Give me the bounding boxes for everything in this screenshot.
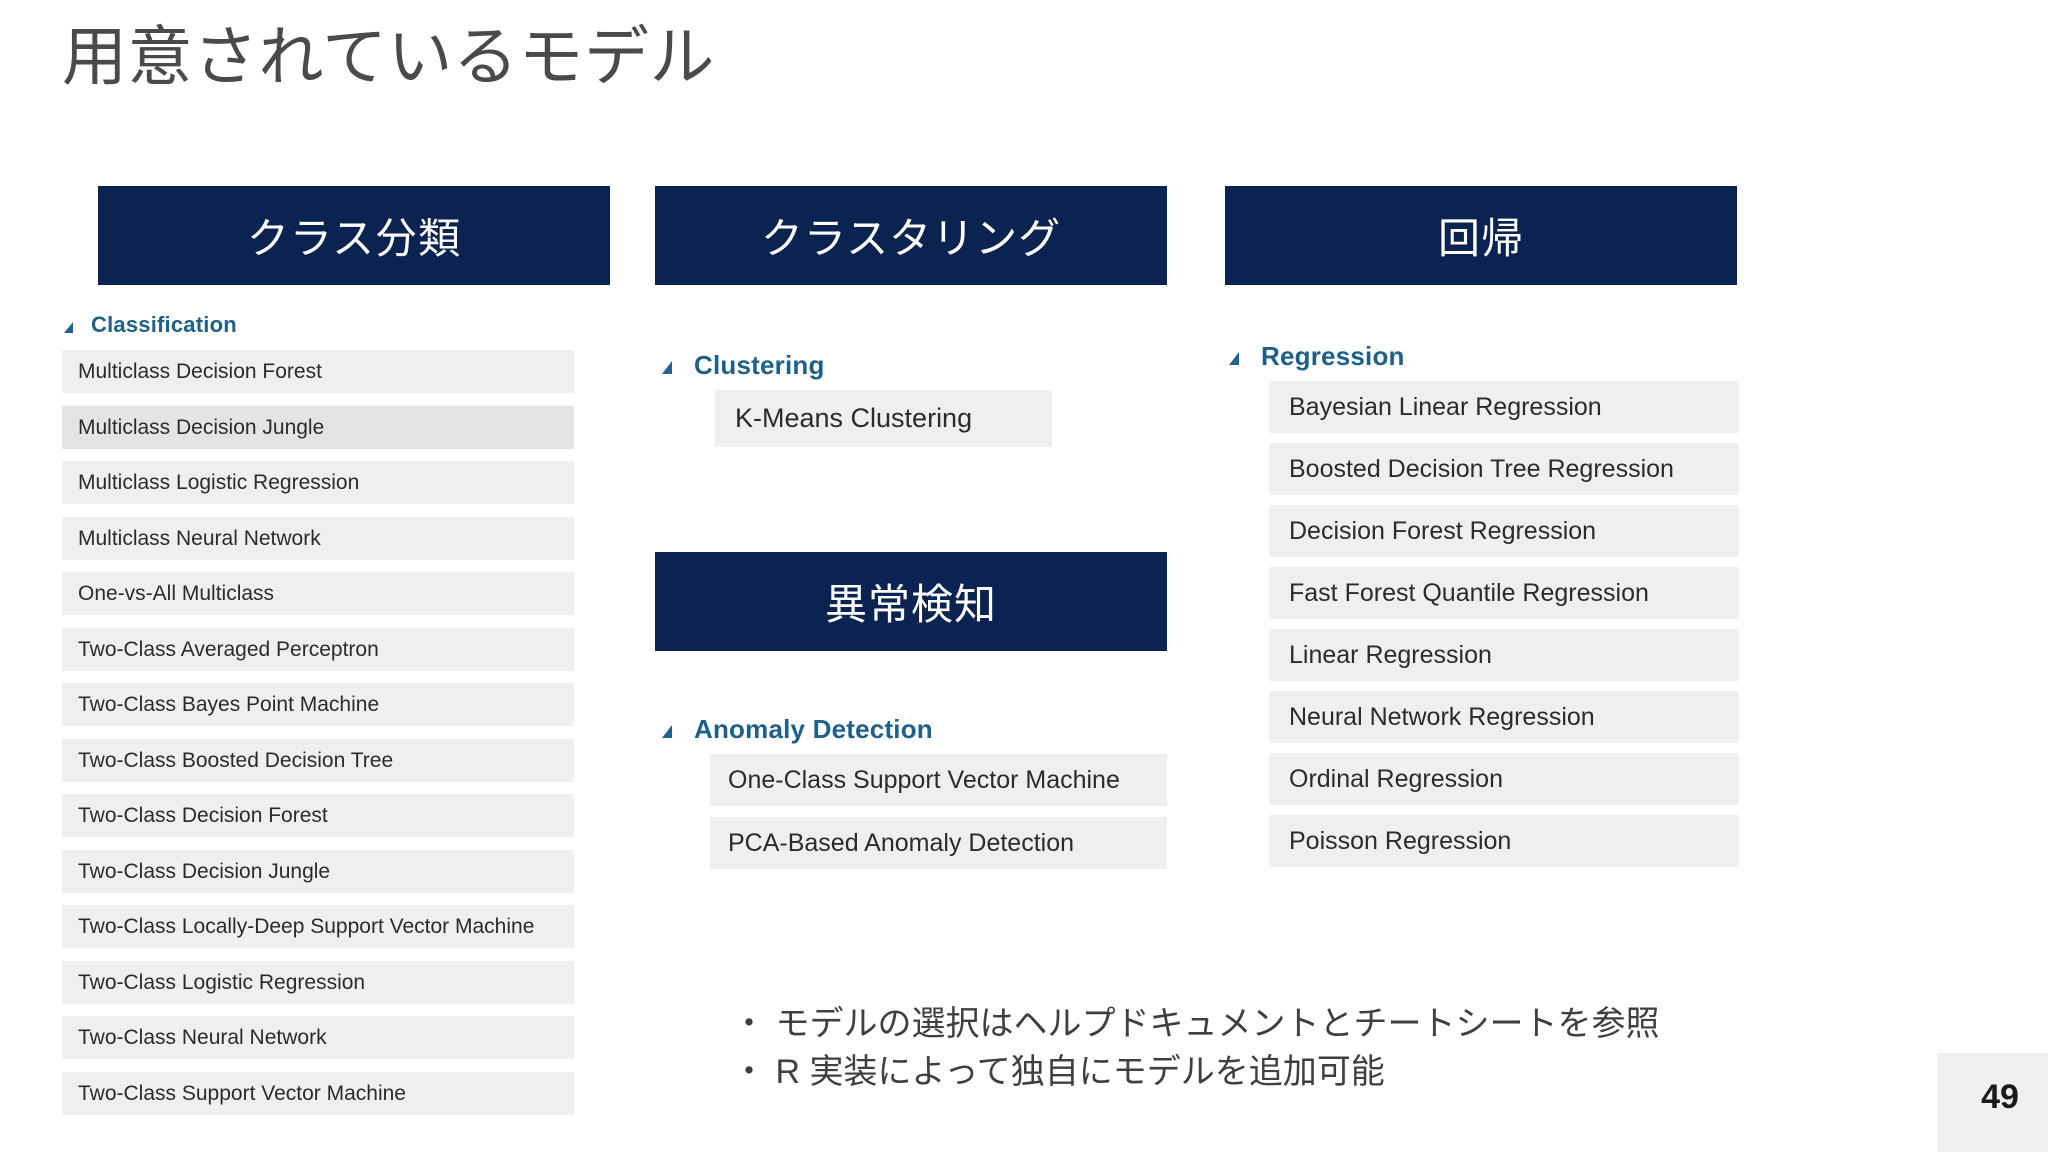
list-item[interactable]: Two-Class Locally-Deep Support Vector Ma… [62, 905, 574, 948]
list-item[interactable]: Multiclass Decision Jungle [62, 405, 574, 449]
tree-label-regression: Regression [1261, 340, 1405, 371]
banner-classification-label: クラス分類 [246, 215, 462, 262]
list-item[interactable]: Neural Network Regression [1269, 691, 1739, 743]
list-item[interactable]: PCA-Based Anomaly Detection [710, 817, 1167, 869]
list-item[interactable]: Poisson Regression [1269, 815, 1739, 867]
expanded-triangle-icon[interactable] [662, 360, 672, 374]
footnote-item: ・ モデルの選択はヘルプドキュメントとチートシートを参照 [732, 1005, 1660, 1043]
banner-regression-label: 回帰 [1437, 215, 1524, 262]
tree-label-clustering: Clustering [694, 349, 825, 380]
tree-header-clustering[interactable]: Clustering [660, 349, 1172, 380]
list-item[interactable]: One-vs-All Multiclass [62, 572, 574, 615]
list-item[interactable]: Decision Forest Regression [1269, 505, 1739, 557]
banner-regression: 回帰 [1225, 186, 1737, 285]
tree-group-clustering: Clustering K-Means Clustering [660, 349, 1172, 461]
tree-group-classification: Classification Multiclass Decision Fores… [62, 312, 574, 1127]
list-item[interactable]: Two-Class Boosted Decision Tree [62, 738, 574, 782]
list-item[interactable]: Two-Class Bayes Point Machine [62, 683, 574, 726]
item-list-classification: Multiclass Decision Forest Multiclass De… [62, 350, 574, 1115]
item-list-regression: Bayesian Linear Regression Boosted Decis… [1269, 381, 1739, 867]
list-item[interactable]: Two-Class Decision Jungle [62, 849, 574, 893]
page-number-plate [1937, 1053, 2048, 1152]
tree-group-regression: Regression Bayesian Linear Regression Bo… [1227, 340, 1739, 877]
expanded-triangle-icon[interactable] [64, 321, 73, 333]
banner-clustering: クラスタリング [655, 186, 1167, 285]
list-item[interactable]: Multiclass Logistic Regression [62, 461, 574, 504]
list-item[interactable]: K-Means Clustering [715, 390, 1052, 447]
list-item[interactable]: Boosted Decision Tree Regression [1269, 443, 1739, 495]
list-item[interactable]: Two-Class Logistic Regression [62, 960, 574, 1004]
banner-anomaly-detection: 異常検知 [655, 552, 1167, 651]
list-item[interactable]: Two-Class Averaged Perceptron [62, 627, 574, 671]
footnote-list: ・ モデルの選択はヘルプドキュメントとチートシートを参照 ・ R 実装によって独… [732, 1000, 1659, 1097]
list-item[interactable]: Two-Class Support Vector Machine [62, 1071, 574, 1115]
tree-label-anomaly-detection: Anomaly Detection [694, 713, 933, 744]
list-item[interactable]: Bayesian Linear Regression [1269, 381, 1739, 433]
banner-anomaly-detection-label: 異常検知 [824, 581, 997, 628]
list-item[interactable]: Two-Class Neural Network [62, 1016, 574, 1059]
list-item[interactable]: Multiclass Neural Network [62, 516, 574, 560]
expanded-triangle-icon[interactable] [1229, 351, 1239, 365]
item-list-anomaly-detection: One-Class Support Vector Machine PCA-Bas… [710, 754, 1172, 869]
footnote-item: ・ R 実装によって独自にモデルを追加可能 [732, 1053, 1385, 1092]
list-item[interactable]: Two-Class Decision Forest [62, 794, 574, 837]
list-item[interactable]: One-Class Support Vector Machine [710, 754, 1167, 806]
tree-header-regression[interactable]: Regression [1227, 340, 1739, 371]
page-title: 用意されているモデル [62, 20, 716, 93]
list-item[interactable]: Ordinal Regression [1269, 753, 1739, 805]
expanded-triangle-icon[interactable] [662, 724, 672, 738]
item-list-clustering: K-Means Clustering [715, 390, 1172, 447]
list-item[interactable]: Fast Forest Quantile Regression [1269, 567, 1739, 619]
tree-header-classification[interactable]: Classification [62, 312, 574, 338]
list-item[interactable]: Linear Regression [1269, 629, 1739, 681]
banner-classification: クラス分類 [98, 186, 610, 285]
list-item[interactable]: Multiclass Decision Forest [62, 350, 574, 393]
tree-label-classification: Classification [91, 312, 237, 337]
page-number: 49 [1981, 1078, 2019, 1116]
tree-group-anomaly-detection: Anomaly Detection One-Class Support Vect… [660, 713, 1172, 880]
banner-clustering-label: クラスタリング [760, 215, 1062, 262]
tree-header-anomaly-detection[interactable]: Anomaly Detection [660, 713, 1172, 744]
